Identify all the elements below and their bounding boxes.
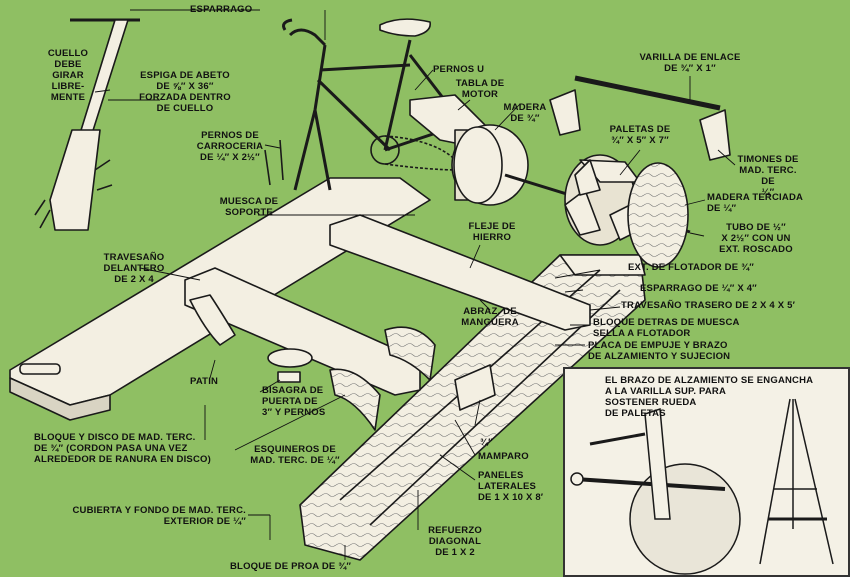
inset-detail-panel: EL BRAZO DE ALZAMIENTO SE ENGANCHA A LA … (563, 367, 850, 577)
label-placa: PLACA DE EMPUJE Y BRAZO DE ALZAMIENTO Y … (588, 340, 731, 362)
label-patin: PATIN (190, 376, 219, 387)
label-cuello: CUELLO DEBE GIRAR LIBRE- MENTE (47, 48, 89, 103)
label-cubierta: CUBIERTA Y FONDO DE MAD. TERC. EXTERIOR … (72, 505, 246, 527)
label-mamparo: MAMPARO (478, 451, 529, 462)
rudders (549, 89, 731, 161)
inset-caption: EL BRAZO DE ALZAMIENTO SE ENGANCHA A LA … (605, 375, 814, 419)
pulley-disc (267, 348, 313, 368)
label-espiga: ESPIGA DE ABETO DE ⅝″ x 36″ FORZADA DENT… (139, 70, 231, 114)
right-pontoon (299, 254, 646, 561)
label-bisagra: BISAGRA DE PUERTA DE 3″ Y PERNOS (262, 385, 326, 418)
corner-brace-2 (384, 326, 436, 381)
label-varilla: VARILLA DE ENLACE DE ¾″ x 1″ (639, 52, 741, 74)
label-travesano-delantero: TRAVESAÑO DELANTERO DE 2 x 4 (103, 252, 165, 285)
label-bloque-proa: BLOQUE DE PROA DE ¾″ (230, 561, 352, 572)
pulley-block (277, 371, 301, 383)
label-esparrago-14: ESPARRAGO DE ¼″ x 4″ (640, 283, 757, 294)
label-refuerzo: REFUERZO DIAGONAL DE 1 x 2 (428, 525, 482, 558)
leader-lines (94, 9, 736, 560)
corner-brace-1 (329, 368, 381, 431)
inset-tripod (759, 398, 834, 565)
inset-drawing (570, 398, 834, 575)
plywood-disc (627, 162, 689, 268)
bicycle-seat (379, 18, 432, 37)
link-rod (574, 75, 721, 111)
bulkhead (454, 364, 496, 411)
label-pernos-u: PERNOS U (433, 64, 485, 75)
label-timones: TIMONES DE MAD. TERC. DE ¼″ (737, 154, 799, 198)
carriage-bolts (264, 139, 284, 186)
label-travesano-trasero: TRAVESAÑO TRASERO DE 2 x 4 x 5′ (621, 300, 796, 311)
label-esparrago: ESPARRAGO (190, 4, 253, 15)
label-muesca: MUESCA DE SOPORTE (219, 196, 279, 218)
label-ext-flotador: EXT. DE FLOTADOR DE ¾″ (628, 262, 754, 273)
front-crossbeam (184, 267, 421, 396)
label-paletas: PALETAS DE ¾″ x 5″ x 7″ (609, 124, 671, 146)
label-pernos-carroceria: PERNOS DE CARROCERIA DE ¼″ x 2½″ (196, 130, 264, 163)
label-madera-34: MADERA DE ¾″ (503, 102, 547, 124)
label-tubo: TUBO DE ½″ x 2½″ CON UN EXT. ROSCADO (719, 222, 793, 255)
label-esquineros: ESQUINEROS DE MAD. TERC. DE ¼″ (250, 444, 340, 466)
label-madera-terciada: MADERA TERCIADA DE ¼″ (707, 192, 804, 214)
steering-neck (34, 18, 140, 231)
label-fleje: FLEJE DE HIERRO (468, 221, 516, 243)
paddle-drum (451, 124, 529, 206)
label-tabla-motor: TABLA DE MOTOR (455, 78, 505, 100)
label-abraz: ABRAZ. DE MANGUERA (461, 306, 519, 328)
label-paneles: PANELES LATERALES DE 1 x 10 x 8′ (478, 470, 544, 503)
label-tres-cuartos: ¾″ (480, 437, 493, 448)
label-bloque-disco: BLOQUE Y DISCO DE MAD. TERC. DE ¾″ (CORD… (34, 432, 211, 465)
label-bloque-detras: BLOQUE DETRAS DE MUESCA SELLA A FLOTADOR (593, 317, 740, 339)
